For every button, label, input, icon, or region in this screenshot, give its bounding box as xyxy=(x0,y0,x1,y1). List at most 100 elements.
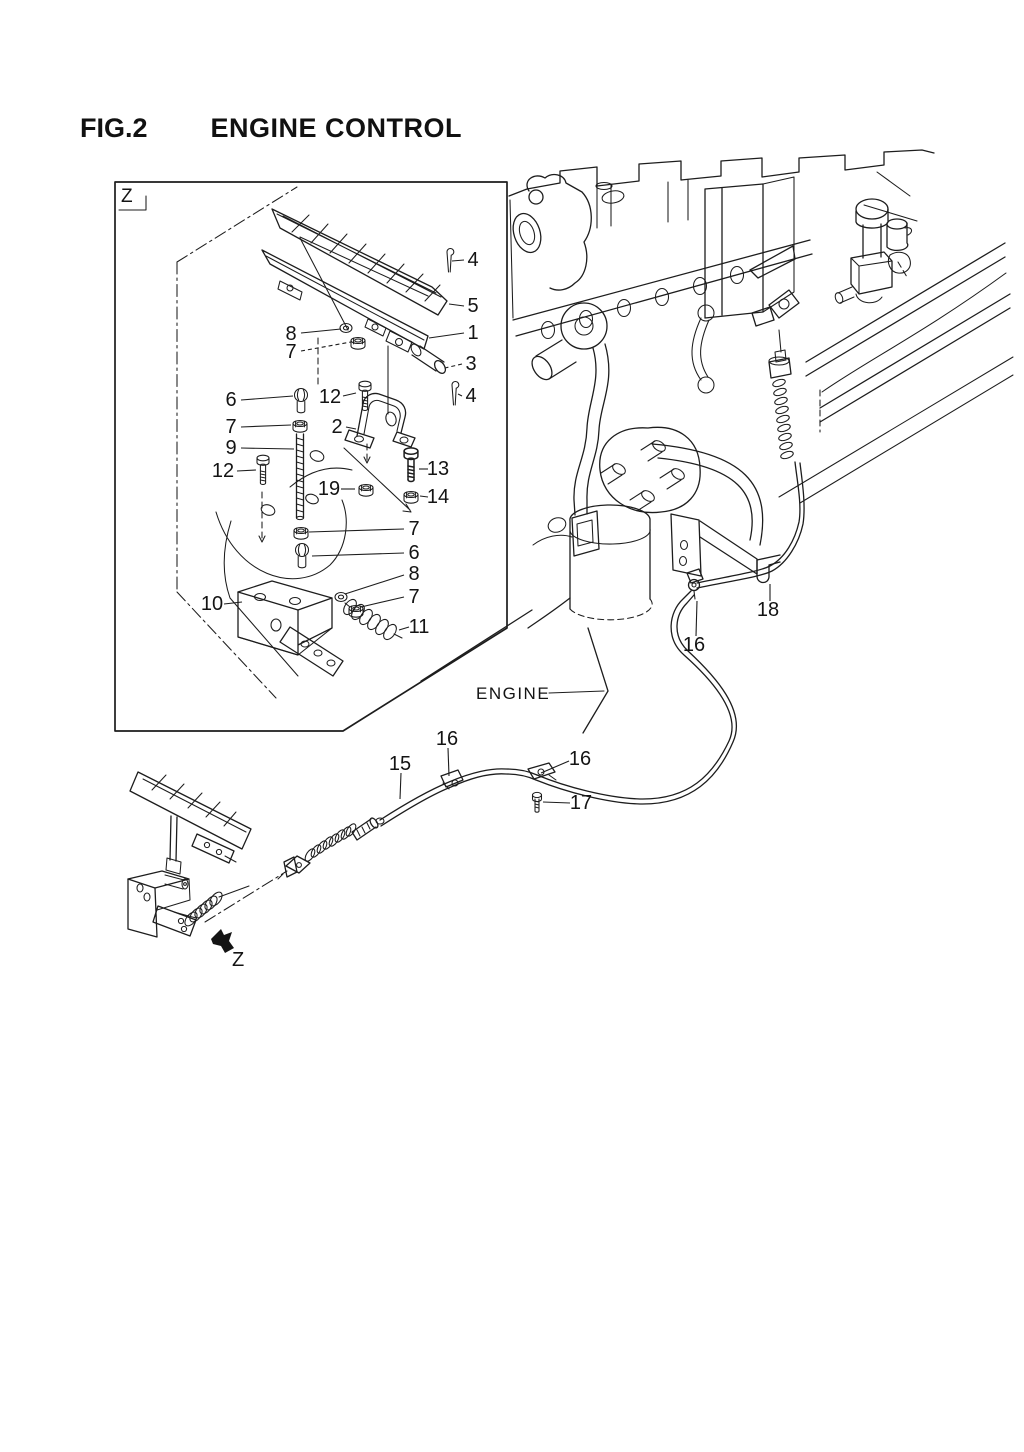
z-direction-arrow xyxy=(211,929,234,953)
alignment-centerline xyxy=(204,870,288,923)
pedal-bracket xyxy=(127,870,197,938)
fuel-filter xyxy=(527,426,701,629)
leader-d1 xyxy=(428,332,465,339)
part-callout-d4b: 4 xyxy=(465,385,477,407)
deck-lines xyxy=(512,239,813,337)
fuel-hose xyxy=(573,347,597,516)
head-bolt-bosses xyxy=(540,265,745,340)
leader-d8a xyxy=(300,328,342,334)
leader-m15 xyxy=(399,772,402,800)
leader-d8b xyxy=(344,574,405,595)
nut-part7-third xyxy=(293,526,309,540)
part-callout-d4a: 4 xyxy=(467,249,479,271)
part-callout-d9: 9 xyxy=(225,437,237,459)
part-callout-d10: 10 xyxy=(200,593,224,615)
detail-box-marker: Z xyxy=(121,186,133,207)
mount-bracket-part10 xyxy=(237,580,344,677)
detail-marker-bracket xyxy=(118,195,147,211)
throttle-attachment xyxy=(751,289,800,379)
leader-d12b xyxy=(236,469,257,472)
part-callout-d1: 1 xyxy=(467,322,479,344)
cable-adjuster xyxy=(351,817,385,841)
pedal-spring xyxy=(184,885,250,927)
cable-end-spring xyxy=(772,378,794,460)
part-callout-d7a: 7 xyxy=(285,341,297,363)
water-pump xyxy=(531,302,608,381)
sensor-wire xyxy=(691,304,715,394)
part-callout-m18: 18 xyxy=(756,599,780,621)
leader-d5 xyxy=(448,303,465,307)
direction-marker: Z xyxy=(232,949,245,971)
part-callout-m16a: 16 xyxy=(435,728,459,750)
clamp-bolt-17 xyxy=(531,791,543,813)
leader-d11 xyxy=(398,626,410,631)
figure-title-row: FIG.2 ENGINE CONTROL xyxy=(80,113,462,144)
nut-part7-upper xyxy=(350,336,366,350)
leader-m16b xyxy=(540,760,570,774)
washer-part8-upper xyxy=(339,322,353,334)
floor-panel-reference xyxy=(215,337,412,677)
leader-m16c xyxy=(695,600,698,637)
engine-caption: ENGINE xyxy=(476,684,551,703)
leader-d7b xyxy=(240,424,292,428)
engine-lower-boundary xyxy=(420,609,609,734)
bolt-part12-lower xyxy=(256,454,270,486)
frame-rails xyxy=(778,171,1014,504)
figure-title: ENGINE CONTROL xyxy=(210,113,463,143)
part-callout-d13: 13 xyxy=(426,458,450,480)
cable-coil xyxy=(304,823,357,862)
part-callout-d8b: 8 xyxy=(408,563,420,585)
leader-m17 xyxy=(542,801,571,804)
nut-part19 xyxy=(358,483,374,497)
cotter-pin-part4-upper xyxy=(446,247,455,273)
part-callout-d8a: 8 xyxy=(285,323,297,345)
cable-bracket-beam xyxy=(670,513,758,577)
water-outlet xyxy=(512,173,592,291)
part-callout-d6a: 6 xyxy=(225,389,237,411)
clamp-bracket-part2 xyxy=(344,392,416,449)
cotter-pin-part4-lower xyxy=(451,380,460,406)
leader-d2 xyxy=(345,426,357,430)
nut-part14 xyxy=(403,490,419,504)
leader-d9 xyxy=(240,447,295,450)
part-callout-m17: 17 xyxy=(569,792,593,814)
part-callout-d7c: 7 xyxy=(408,518,420,540)
nut-part7-second xyxy=(292,419,308,433)
primer-pump xyxy=(834,198,913,304)
engine-top-silhouette xyxy=(508,149,935,197)
part-callout-m16c: 16 xyxy=(682,634,706,656)
pedal-pad-part5 xyxy=(271,208,448,316)
cable-hook-18 xyxy=(756,554,781,584)
leader-d4a xyxy=(451,259,465,262)
part-callout-d11: 11 xyxy=(408,616,430,638)
pedal-assembled-view xyxy=(127,771,252,938)
part-callout-d6b: 6 xyxy=(408,542,420,564)
part-callout-d12b: 12 xyxy=(211,460,235,482)
callout-leader-lines xyxy=(223,259,771,804)
engine-illustration xyxy=(420,149,1014,734)
leader-d12a xyxy=(342,392,357,397)
leader-d3 xyxy=(444,363,463,369)
engine-caption-leader xyxy=(548,690,605,694)
detail-box xyxy=(114,181,508,732)
part-callout-d5: 5 xyxy=(467,295,479,317)
part-callout-d14: 14 xyxy=(426,486,450,508)
leader-d6b xyxy=(311,552,405,557)
bolt-part13 xyxy=(403,447,419,483)
leader-d7a xyxy=(300,341,352,352)
leader-d6a xyxy=(240,395,294,401)
leader-m16a xyxy=(447,747,450,777)
part-callout-d7b: 7 xyxy=(225,416,237,438)
part-callout-d12a: 12 xyxy=(318,386,342,408)
leader-d7c xyxy=(308,528,405,533)
leader-d4b xyxy=(457,393,463,397)
housing-arcs xyxy=(651,443,764,546)
cable-clamp-16a xyxy=(440,769,464,790)
pivot-pin-part3 xyxy=(410,343,447,374)
leader-d14 xyxy=(419,495,429,498)
return-spring-part11 xyxy=(343,598,403,641)
figure-number: FIG.2 xyxy=(80,113,148,143)
part-callout-d7d: 7 xyxy=(408,586,420,608)
